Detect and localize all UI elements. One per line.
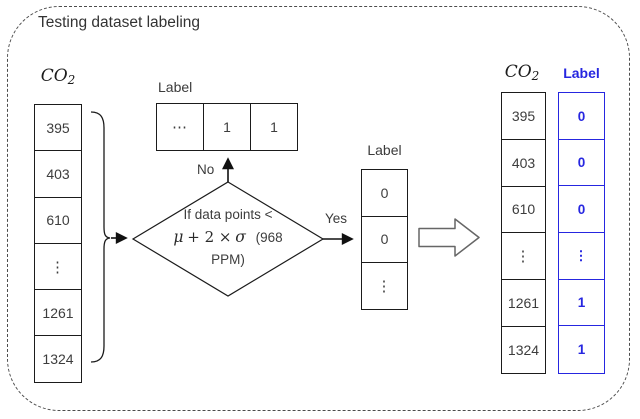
table-cell: 610 — [34, 196, 82, 244]
table-cell: 0 — [558, 185, 605, 234]
top-label-row: ⋯ 1 1 — [156, 103, 298, 151]
co2-subscript: 2 — [67, 73, 76, 87]
table-cell: 403 — [501, 138, 546, 187]
table-cell: 0 — [558, 92, 605, 141]
math-operator: + 2 × — [187, 228, 232, 246]
table-cell-ellipsis: ⋮ — [558, 232, 605, 281]
decision-line2: μ + 2 × σ (968 — [133, 226, 323, 249]
table-cell: 1 — [203, 103, 251, 151]
table-cell: 1 — [558, 278, 605, 327]
decision-line1: If data points < — [183, 207, 273, 222]
table-cell: 1261 — [34, 289, 82, 337]
yes-edge-label: Yes — [325, 211, 348, 226]
right-label-column: 0 0 0 ⋮ 1 1 — [558, 92, 605, 374]
column-header-label-mid: Label — [367, 142, 402, 158]
table-cell: 1324 — [34, 335, 82, 383]
co2-text: CO — [40, 66, 68, 86]
right-co2-column: 395 403 610 ⋮ 1261 1324 — [501, 92, 546, 374]
left-co2-column: 395 403 610 ⋮ 1261 1324 — [34, 104, 82, 383]
column-header-co2-right: CO2 — [498, 62, 546, 83]
table-cell-ellipsis: ⋮ — [501, 232, 546, 281]
table-cell: 0 — [361, 215, 408, 264]
sigma-symbol: σ — [235, 228, 246, 246]
mu-symbol: μ — [173, 228, 184, 246]
table-cell: 1261 — [501, 279, 546, 327]
table-cell: 395 — [34, 104, 82, 152]
table-cell: 1 — [558, 325, 605, 374]
no-edge-label: No — [197, 162, 215, 177]
table-cell: 610 — [501, 185, 546, 234]
column-header-co2-left: CO2 — [34, 66, 82, 87]
decision-line3: PPM) — [211, 252, 245, 267]
table-cell-ellipsis: ⋮ — [361, 262, 408, 310]
table-cell: 1324 — [501, 325, 546, 374]
mid-label-column: 0 0 ⋮ — [361, 169, 408, 310]
table-cell: 403 — [34, 150, 82, 198]
threshold-open: (968 — [255, 230, 283, 245]
decision-text: If data points < μ + 2 × σ (968 PPM) — [133, 204, 323, 271]
column-header-label-top: Label — [158, 79, 193, 95]
table-cell: 395 — [501, 92, 546, 140]
column-header-label-right: Label — [563, 65, 600, 81]
dashed-border — [7, 6, 630, 411]
diagram-title: Testing dataset labeling — [38, 14, 201, 31]
table-cell: 1 — [250, 103, 298, 151]
table-cell: 0 — [361, 169, 408, 217]
table-cell-ellipsis: ⋯ — [156, 103, 204, 151]
table-cell: 0 — [558, 138, 605, 187]
co2-subscript: 2 — [531, 69, 540, 83]
co2-text: CO — [504, 62, 532, 82]
table-cell-ellipsis: ⋮ — [34, 242, 82, 291]
